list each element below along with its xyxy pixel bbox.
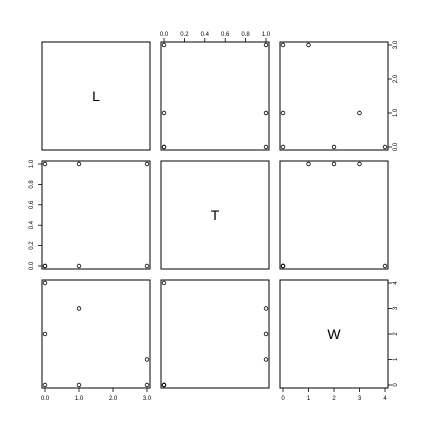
panel-L-vs-T	[160, 41, 270, 151]
y-axis-right-W: 0 1 2 3 4	[388, 281, 399, 387]
x-tick-label: 2.0	[109, 396, 118, 402]
variable-label-W: W	[327, 326, 341, 342]
panel-W-vs-L	[41, 279, 151, 389]
data-point	[42, 382, 48, 388]
data-point	[42, 331, 48, 337]
panel-W-vs-W: W	[279, 279, 389, 389]
panel-frame	[41, 279, 151, 389]
data-point	[382, 263, 388, 269]
data-point	[306, 161, 311, 167]
panel-frame	[160, 41, 270, 151]
data-point	[144, 357, 150, 362]
x-axis-bottom-W: 0 1 2 3 4	[281, 388, 387, 402]
panel-frame	[41, 160, 151, 270]
x-tick-label: 1	[307, 396, 311, 402]
panel-L-vs-L: L	[41, 41, 151, 151]
data-point	[280, 42, 286, 48]
data-point	[161, 42, 167, 48]
y-tick-label: 2.0	[393, 74, 399, 83]
data-point	[42, 161, 48, 167]
data-point	[331, 144, 337, 150]
data-point	[263, 331, 269, 337]
panel-W-vs-T	[160, 279, 270, 389]
x-tick-label: 0.8	[241, 32, 250, 38]
data-point	[144, 382, 150, 388]
data-point	[76, 382, 82, 388]
x-tick-label: 0.2	[180, 32, 189, 38]
x-tick-label: 0.0	[160, 32, 169, 38]
y-tick-label: 0.6	[29, 200, 35, 209]
data-point	[263, 357, 269, 362]
panel-frame	[41, 41, 151, 151]
panel-T-vs-T: T	[160, 160, 270, 270]
y-tick-label: 0.0	[393, 142, 399, 151]
y-tick-label: 2	[393, 332, 399, 336]
y-tick-label: 3.0	[393, 40, 399, 49]
y-tick-label: 3	[393, 306, 399, 310]
data-point	[76, 161, 82, 167]
x-axis-top-T: 0.0 0.2 0.4 0.6 0.8 1.0	[160, 32, 271, 42]
x-tick-label: 0.0	[41, 396, 50, 402]
data-point	[42, 263, 48, 269]
y-tick-label: 1.0	[29, 159, 35, 168]
data-point	[357, 110, 362, 116]
data-point	[263, 306, 269, 311]
x-tick-label: 3	[358, 396, 362, 402]
data-point	[161, 382, 167, 388]
data-point	[280, 263, 286, 269]
panel-T-vs-L	[41, 160, 151, 270]
data-point	[331, 161, 337, 167]
x-tick-label: 0.4	[201, 32, 210, 38]
variable-label-L: L	[92, 88, 100, 104]
x-tick-label: 1.0	[262, 32, 271, 38]
panel-T-vs-W	[279, 160, 389, 270]
data-point	[263, 144, 269, 150]
y-tick-label: 1	[393, 357, 399, 361]
data-point	[76, 306, 82, 311]
x-tick-label: 4	[383, 396, 387, 402]
y-tick-label: 0.4	[29, 220, 35, 229]
x-axis-bottom-L: 0.0 1.0 2.0 3.0	[41, 388, 152, 402]
data-point	[263, 42, 269, 48]
variable-label-T: T	[211, 207, 220, 223]
panel-L-vs-W	[279, 41, 389, 151]
panel-frame	[279, 41, 389, 151]
data-point	[144, 161, 150, 167]
x-tick-label: 0.6	[221, 32, 230, 38]
data-point	[382, 144, 388, 150]
y-tick-label: 4	[393, 281, 399, 285]
x-tick-label: 1.0	[75, 396, 84, 402]
x-tick-label: 2	[332, 396, 336, 402]
data-point	[263, 110, 269, 116]
x-tick-label: 0	[281, 396, 285, 402]
y-tick-label: 0	[393, 383, 399, 387]
data-point	[161, 110, 167, 116]
panel-frame	[160, 279, 270, 389]
data-point	[306, 42, 311, 48]
data-point	[357, 161, 362, 167]
y-tick-label: 0.0	[29, 261, 35, 270]
data-point	[161, 280, 167, 286]
data-point	[280, 110, 286, 116]
y-axis-right-L: 0.0 1.0 2.0 3.0	[388, 40, 399, 151]
data-point	[76, 263, 82, 269]
data-point	[161, 144, 167, 150]
y-tick-label: 0.8	[29, 180, 35, 189]
data-point	[280, 144, 286, 150]
data-point	[42, 280, 48, 286]
data-point	[144, 263, 150, 269]
y-tick-label: 0.2	[29, 241, 35, 250]
y-axis-left-T: 0.0 0.2 0.4 0.6 0.8 1.0	[29, 159, 42, 270]
panel-frame	[160, 160, 270, 270]
y-tick-label: 1.0	[393, 108, 399, 117]
x-tick-label: 3.0	[143, 396, 152, 402]
panel-frame	[279, 160, 389, 270]
